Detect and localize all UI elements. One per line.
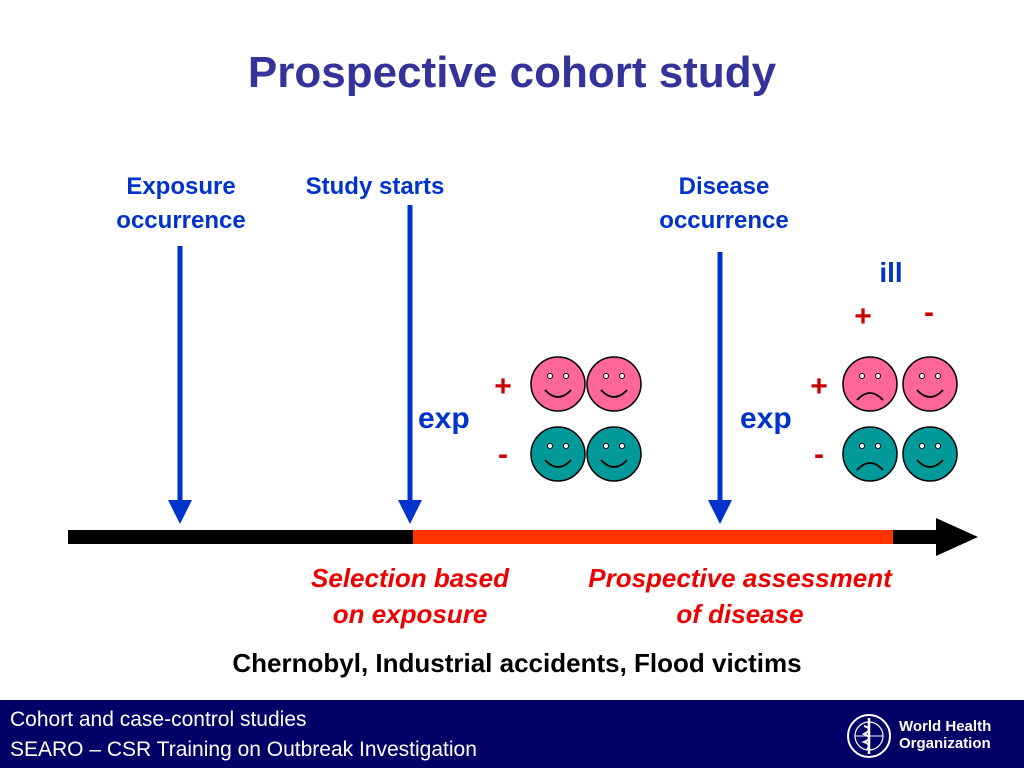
exp-label: exp <box>418 402 470 435</box>
sad-face-icon <box>842 356 898 412</box>
study-starts-label: Study starts <box>305 173 445 200</box>
footer-bar: Cohort and case-control studies SEARO – … <box>0 700 1024 768</box>
exposure-arrow-head <box>168 500 192 524</box>
ill-minus-sign: - <box>924 296 934 329</box>
exposure-occurrence-label: Exposure occurrence <box>116 173 246 234</box>
disease-occurrence-label: Disease occurrence <box>659 173 789 234</box>
exposed-plus-sign: + <box>810 370 828 403</box>
who-emblem-icon <box>847 714 891 758</box>
footer-line-1: Cohort and case-control studies <box>10 708 307 731</box>
timeline-diagram <box>68 205 978 556</box>
assessment-caption: Prospective assessment of disease <box>588 563 892 629</box>
smiley-face-icon <box>902 426 958 482</box>
smiley-face-icon <box>586 356 642 412</box>
sad-face-icon <box>842 426 898 482</box>
smiley-face-icon <box>586 426 642 482</box>
page-title: Prospective cohort study <box>247 48 777 97</box>
footer-line-2: SEARO – CSR Training on Outbreak Investi… <box>10 738 477 761</box>
timeline-black-segment <box>68 530 413 544</box>
smiley-face-icon <box>530 356 586 412</box>
ill-plus-sign: + <box>854 300 872 333</box>
examples-text: Chernobyl, Industrial accidents, Flood v… <box>232 648 802 678</box>
exp-label: exp <box>740 402 792 435</box>
smiley-face-icon <box>902 356 958 412</box>
unexposed-minus-sign: - <box>814 438 824 471</box>
who-logo-text: World Health Organization <box>899 718 992 752</box>
timeline-red-segment <box>413 530 893 544</box>
unexposed-minus-sign: - <box>498 438 508 471</box>
timeline-arrow-head <box>936 518 978 556</box>
smiley-face-icon <box>530 426 586 482</box>
ill-label: ill <box>879 257 903 288</box>
selection-caption: Selection based on exposure <box>311 563 509 629</box>
study-start-arrow-head <box>398 500 422 524</box>
timeline-black-end <box>893 530 943 544</box>
exposed-plus-sign: + <box>494 370 512 403</box>
disease-arrow-head <box>708 500 732 524</box>
